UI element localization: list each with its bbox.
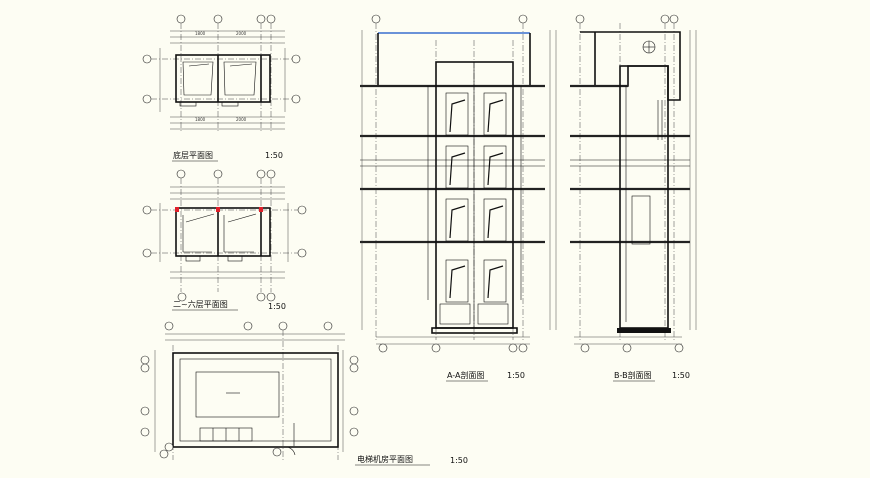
ground-plan-title: 底层平面图 [173, 150, 213, 160]
section-bb [570, 14, 697, 353]
svg-text:1800: 1800 [195, 117, 206, 122]
section-aa-scale: 1:50 [507, 371, 525, 380]
machine-room-title: 电梯机房平面图 [357, 454, 413, 464]
section-bb-title: B-B剖面图 [614, 370, 652, 380]
section-aa-title: A-A剖面图 [447, 370, 484, 380]
svg-text:2000: 2000 [236, 31, 247, 36]
svg-text:2000: 2000 [236, 117, 247, 122]
section-aa [360, 14, 557, 353]
machine-room-plan [140, 321, 359, 460]
ground-floor-plan: 1800 2000 1800 2000 [142, 14, 301, 133]
machine-room-scale: 1:50 [450, 456, 468, 465]
section-bb-scale: 1:50 [672, 371, 690, 380]
ground-plan-scale: 1:50 [265, 151, 283, 160]
typical-plan-scale: 1:50 [268, 302, 286, 311]
svg-text:1800: 1800 [195, 31, 206, 36]
typical-plan-title: 二~六层平面图 [173, 299, 228, 309]
typical-floor-plan [142, 169, 307, 302]
